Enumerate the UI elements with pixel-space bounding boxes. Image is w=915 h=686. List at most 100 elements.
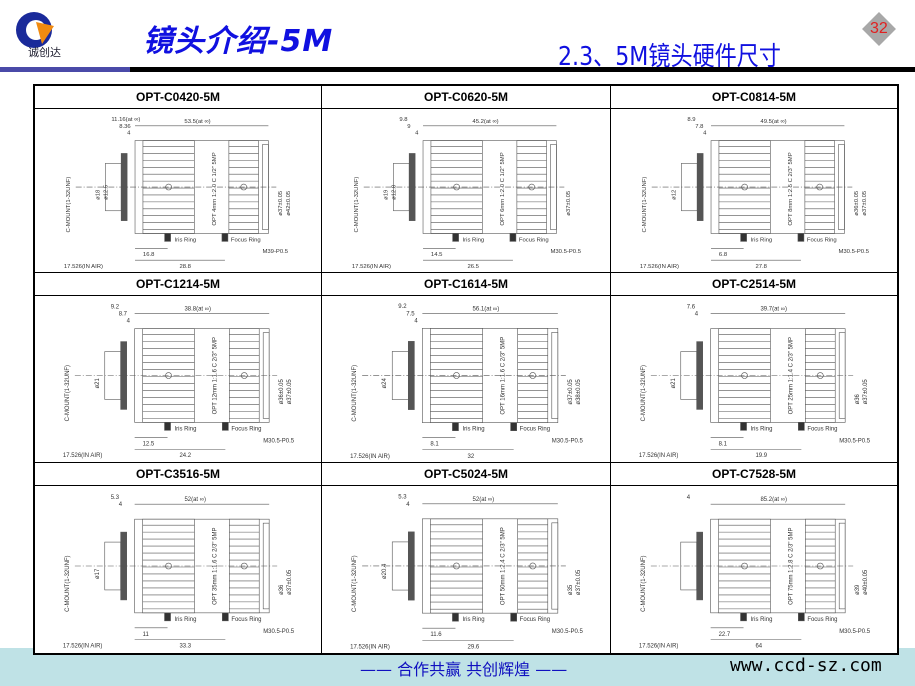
iris-ring-label: Iris Ring xyxy=(175,426,197,432)
lens-model-header: OPT-C1614-5M xyxy=(322,273,611,296)
filter-thread-label: M30.5-P0.5 xyxy=(263,629,295,635)
overall-length-dimension: 85.2(at ∞) xyxy=(760,497,786,503)
mount-diameter-dimension: ø12 xyxy=(671,190,677,200)
iris-offset-dimension: 14.5 xyxy=(431,252,443,258)
flange-dimension: 8.9 xyxy=(687,117,695,123)
mount-diameter-dimension: ø19 xyxy=(383,190,389,200)
footer-slogan: —— 合作共赢 共创辉煌 —— xyxy=(360,660,568,679)
lens-model-header: OPT-C2514-5M xyxy=(611,273,897,296)
outer-diameter-dimension: ø36±0.05 xyxy=(279,379,285,405)
logo-text: 诚创达 xyxy=(28,46,61,59)
mount-diameter-dimension: ø12.8 xyxy=(391,184,397,200)
header-divider xyxy=(130,67,915,72)
back-focus-dimension: 17.526(IN AIR) xyxy=(639,453,678,459)
flange-dimension: 8.36 xyxy=(119,124,131,130)
mount-type-label: C-MOUNT(1-32UNF) xyxy=(65,555,71,611)
mount-diameter-dimension: ø20.4 xyxy=(382,563,388,579)
lens-model-header: OPT-C1214-5M xyxy=(35,273,322,296)
focus-ring-label: Focus Ring xyxy=(231,237,261,243)
iris-offset-dimension: 11 xyxy=(143,632,150,638)
flange-dimension: 4 xyxy=(406,502,410,508)
back-focus-dimension: 17.526(IN AIR) xyxy=(352,264,391,270)
outer-diameter-dimension: ø36 xyxy=(855,393,861,404)
flange-dimension: 5.3 xyxy=(398,495,407,501)
focus-ring-label: Focus Ring xyxy=(807,237,837,243)
iris-offset-dimension: 6.8 xyxy=(719,252,728,258)
lens-model-header: OPT-C0420-5M xyxy=(35,86,322,109)
back-focus-dimension: 17.526(IN AIR) xyxy=(63,644,102,650)
lens-engraving: OPT 12mm 1:1.6 C 2/3" 5MP xyxy=(212,337,218,414)
outer-diameter-dimension: ø36±0.05 xyxy=(854,190,860,216)
iris-offset-dimension: 16.8 xyxy=(143,252,155,258)
overall-length-dimension: 39.7(at ∞) xyxy=(760,307,786,313)
lens-engraving: OPT 50mm 1:2.4 C 2/3" 5MP xyxy=(501,527,507,605)
mount-diameter-dimension: ø12.5 xyxy=(103,184,109,200)
flange-dimension: 4 xyxy=(414,318,418,324)
header-divider-accent xyxy=(0,67,130,72)
overall-length-dimension: 52(at ∞) xyxy=(473,497,495,503)
focus-offset-dimension: 27.8 xyxy=(755,264,767,270)
flange-dimension: 7.8 xyxy=(695,124,704,130)
outer-diameter-dimension: ø37±0.05 xyxy=(566,190,572,216)
mount-type-label: C-MOUNT(1-32UNF) xyxy=(352,365,358,422)
lens-model-header: OPT-C3516-5M xyxy=(35,463,322,486)
focus-ring-label: Focus Ring xyxy=(519,237,549,243)
focus-ring-label: Focus Ring xyxy=(520,617,550,623)
lens-engraving: OPT 25mm 1:1.4 C 2/3" 5MP xyxy=(788,337,794,414)
flange-dimension: 4 xyxy=(415,131,419,137)
filter-thread-label: M30.5-P0.5 xyxy=(550,249,581,255)
flange-dimension: 7.6 xyxy=(687,305,696,311)
iris-ring-label: Iris Ring xyxy=(175,617,197,623)
outer-diameter-dimension: ø37±0.05 xyxy=(568,379,574,405)
iris-ring-label: Iris Ring xyxy=(751,237,773,243)
back-focus-dimension: 17.526(IN AIR) xyxy=(350,644,390,650)
mount-type-label: C-MOUNT(1-32UNF) xyxy=(354,177,360,233)
iris-offset-dimension: 11.6 xyxy=(430,632,442,638)
mount-type-label: C-MOUNT(1-32UNF) xyxy=(641,365,647,421)
iris-ring-label: Iris Ring xyxy=(175,237,197,243)
overall-length-dimension: 38.8(at ∞) xyxy=(184,307,210,313)
outer-diameter-dimension: ø37±0.05 xyxy=(287,379,293,405)
page-number-badge: 32 xyxy=(862,12,896,46)
iris-offset-dimension: 22.7 xyxy=(719,632,731,638)
filter-thread-label: M39-P0.5 xyxy=(262,249,288,255)
mount-diameter-dimension: ø17 xyxy=(95,568,101,579)
overall-length-dimension: 53.5(at ∞) xyxy=(184,119,210,125)
focus-ring-label: Focus Ring xyxy=(807,426,837,432)
lens-engraving: OPT 75mm 1:2.8 C 2/3" 5MP xyxy=(788,528,794,605)
lens-model-header: OPT-C0620-5M xyxy=(322,86,611,109)
flange-dimension: 9.8 xyxy=(399,117,408,123)
lens-engraving: OPT 16mm 1:1.6 C 2/3" 5MP xyxy=(501,337,507,415)
focus-offset-dimension: 64 xyxy=(755,644,762,650)
iris-ring-label: Iris Ring xyxy=(462,617,484,623)
flange-dimension: 9.2 xyxy=(111,305,120,311)
lens-model-header: OPT-C0814-5M xyxy=(611,86,897,109)
focus-offset-dimension: 33.3 xyxy=(179,644,191,650)
iris-offset-dimension: 12.5 xyxy=(143,441,155,447)
outer-diameter-dimension: ø37±0.05 xyxy=(576,569,582,595)
outer-diameter-dimension: ø37±0.05 xyxy=(863,379,869,405)
outer-diameter-dimension: ø42±0.05 xyxy=(286,190,292,216)
focus-offset-dimension: 29.6 xyxy=(468,644,480,650)
flange-dimension: 9 xyxy=(407,124,410,130)
focus-offset-dimension: 24.2 xyxy=(179,453,191,459)
iris-ring-label: Iris Ring xyxy=(462,427,484,433)
lens-engraving: OPT 8mm 1:2.5 C 2/3" 5MP xyxy=(788,152,794,225)
flange-dimension: 8.7 xyxy=(119,312,128,318)
footer-url[interactable]: www.ccd-sz.com xyxy=(730,655,882,676)
iris-ring-label: Iris Ring xyxy=(751,426,773,432)
flange-dimension: 4 xyxy=(127,319,131,325)
focus-offset-dimension: 28.8 xyxy=(179,264,191,270)
flange-dimension: 7.5 xyxy=(406,311,415,317)
